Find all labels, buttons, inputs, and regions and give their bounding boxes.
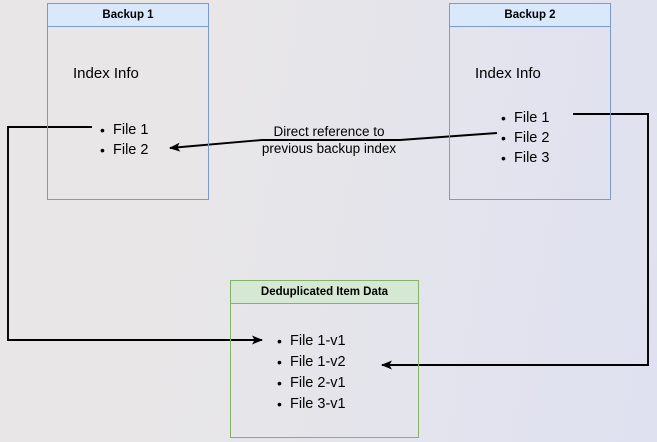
direct-reference-annotation: Direct reference to previous backup inde… <box>261 124 397 156</box>
list-item: File 3-v1 <box>277 394 346 415</box>
backup-2-index-info: Index Info <box>475 65 541 82</box>
list-item: File 1-v1 <box>277 331 346 352</box>
deduplicated-item-data-title: Deduplicated Item Data <box>231 281 418 304</box>
backup-1-index-info: Index Info <box>73 65 139 82</box>
backup-2-body: Index Info File 1 File 2 File 3 <box>450 27 610 199</box>
list-item: File 2 <box>100 140 148 160</box>
backup-2-box: Backup 2 Index Info File 1 File 2 File 3 <box>449 3 611 200</box>
backup-1-title: Backup 1 <box>48 4 208 27</box>
backup-1-body: Index Info File 1 File 2 <box>48 27 208 199</box>
list-item: File 1-v2 <box>277 352 346 373</box>
list-item: File 2 <box>501 128 549 148</box>
list-item: File 1 <box>100 120 148 140</box>
deduplicated-file-list: File 1-v1 File 1-v2 File 2-v1 File 3-v1 <box>277 331 346 415</box>
list-item: File 2-v1 <box>277 373 346 394</box>
list-item: File 1 <box>501 108 549 128</box>
backup-1-box: Backup 1 Index Info File 1 File 2 <box>47 3 209 200</box>
backup-2-title: Backup 2 <box>450 4 610 27</box>
backup-2-file-list: File 1 File 2 File 3 <box>501 108 549 168</box>
backup-1-file-list: File 1 File 2 <box>100 120 148 160</box>
list-item: File 3 <box>501 148 549 168</box>
deduplicated-item-data-body: File 1-v1 File 1-v2 File 2-v1 File 3-v1 <box>231 304 418 437</box>
deduplicated-item-data-box: Deduplicated Item Data File 1-v1 File 1-… <box>230 280 419 438</box>
